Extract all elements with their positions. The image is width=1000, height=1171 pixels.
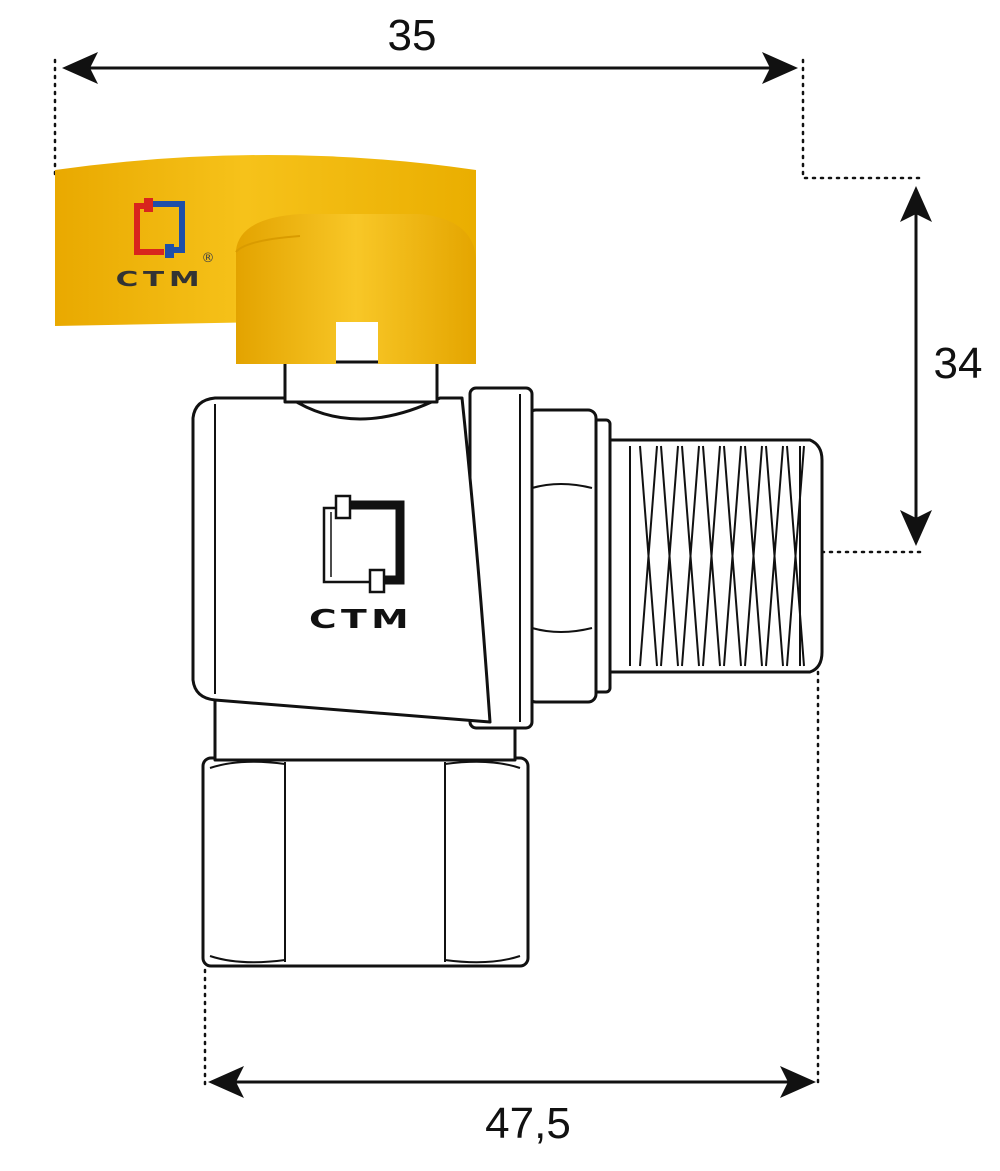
- yellow-handle: [55, 155, 476, 364]
- valve-stem: [283, 360, 439, 404]
- registered-mark: ®: [202, 251, 215, 266]
- dimension-thread-height: 34: [820, 186, 983, 554]
- handle-hub: [236, 214, 476, 364]
- handle-logo: CTM ®: [116, 198, 215, 291]
- dimension-label-right: 34: [934, 339, 983, 388]
- dimension-bottom-width: 47,5: [203, 670, 820, 1148]
- dimension-label-bottom: 47,5: [485, 1099, 571, 1148]
- body-logo-icon: [322, 494, 405, 594]
- body-brand-text: CTM: [309, 604, 413, 635]
- body-logo: CTM: [309, 494, 413, 635]
- threaded-tail: [608, 438, 824, 674]
- dimension-top-width: 35: [53, 11, 927, 182]
- handle-logo-icon: [134, 198, 185, 258]
- bottom-hex-nut: [201, 756, 530, 968]
- dimension-label-top: 35: [388, 11, 437, 60]
- side-hex-fitting: [526, 408, 612, 704]
- valve-body: [191, 396, 492, 724]
- handle-brand-text: CTM: [116, 268, 205, 291]
